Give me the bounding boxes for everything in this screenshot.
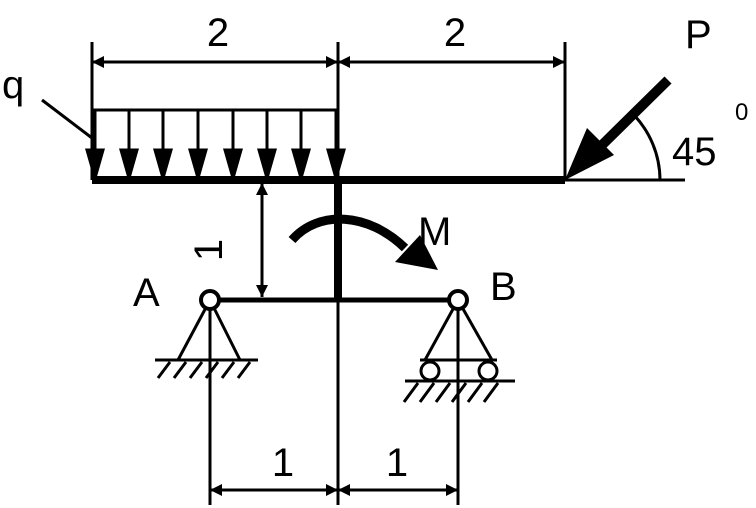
label-q: q bbox=[2, 63, 24, 107]
angle-arc bbox=[630, 111, 662, 181]
angle-degree-mark: 0 bbox=[735, 99, 748, 126]
angle-value: 45 bbox=[672, 130, 717, 174]
distributed-load bbox=[41, 98, 346, 184]
label-P: P bbox=[685, 13, 712, 57]
moment-M-arrowhead bbox=[395, 235, 438, 270]
dimension-top-left: 2 bbox=[207, 11, 229, 55]
pin-A bbox=[199, 289, 221, 311]
dimension-bottom-left: 1 bbox=[272, 441, 294, 485]
label-A: A bbox=[133, 271, 160, 315]
support-B-roller bbox=[402, 299, 515, 403]
dimension-vertical: 1 bbox=[187, 239, 231, 261]
pin-B bbox=[447, 289, 469, 311]
q-leader-line bbox=[41, 98, 93, 140]
support-A-pinned bbox=[155, 299, 258, 379]
load-arrows bbox=[85, 110, 346, 184]
label-B: B bbox=[490, 265, 517, 309]
dimension-bottom-right: 1 bbox=[386, 441, 408, 485]
roller-right bbox=[477, 360, 499, 382]
moment-M-arc bbox=[288, 214, 409, 252]
roller-left bbox=[419, 360, 441, 382]
label-M: M bbox=[418, 210, 451, 254]
dimension-top-right: 2 bbox=[444, 11, 466, 55]
force-P-arrow bbox=[565, 76, 672, 180]
